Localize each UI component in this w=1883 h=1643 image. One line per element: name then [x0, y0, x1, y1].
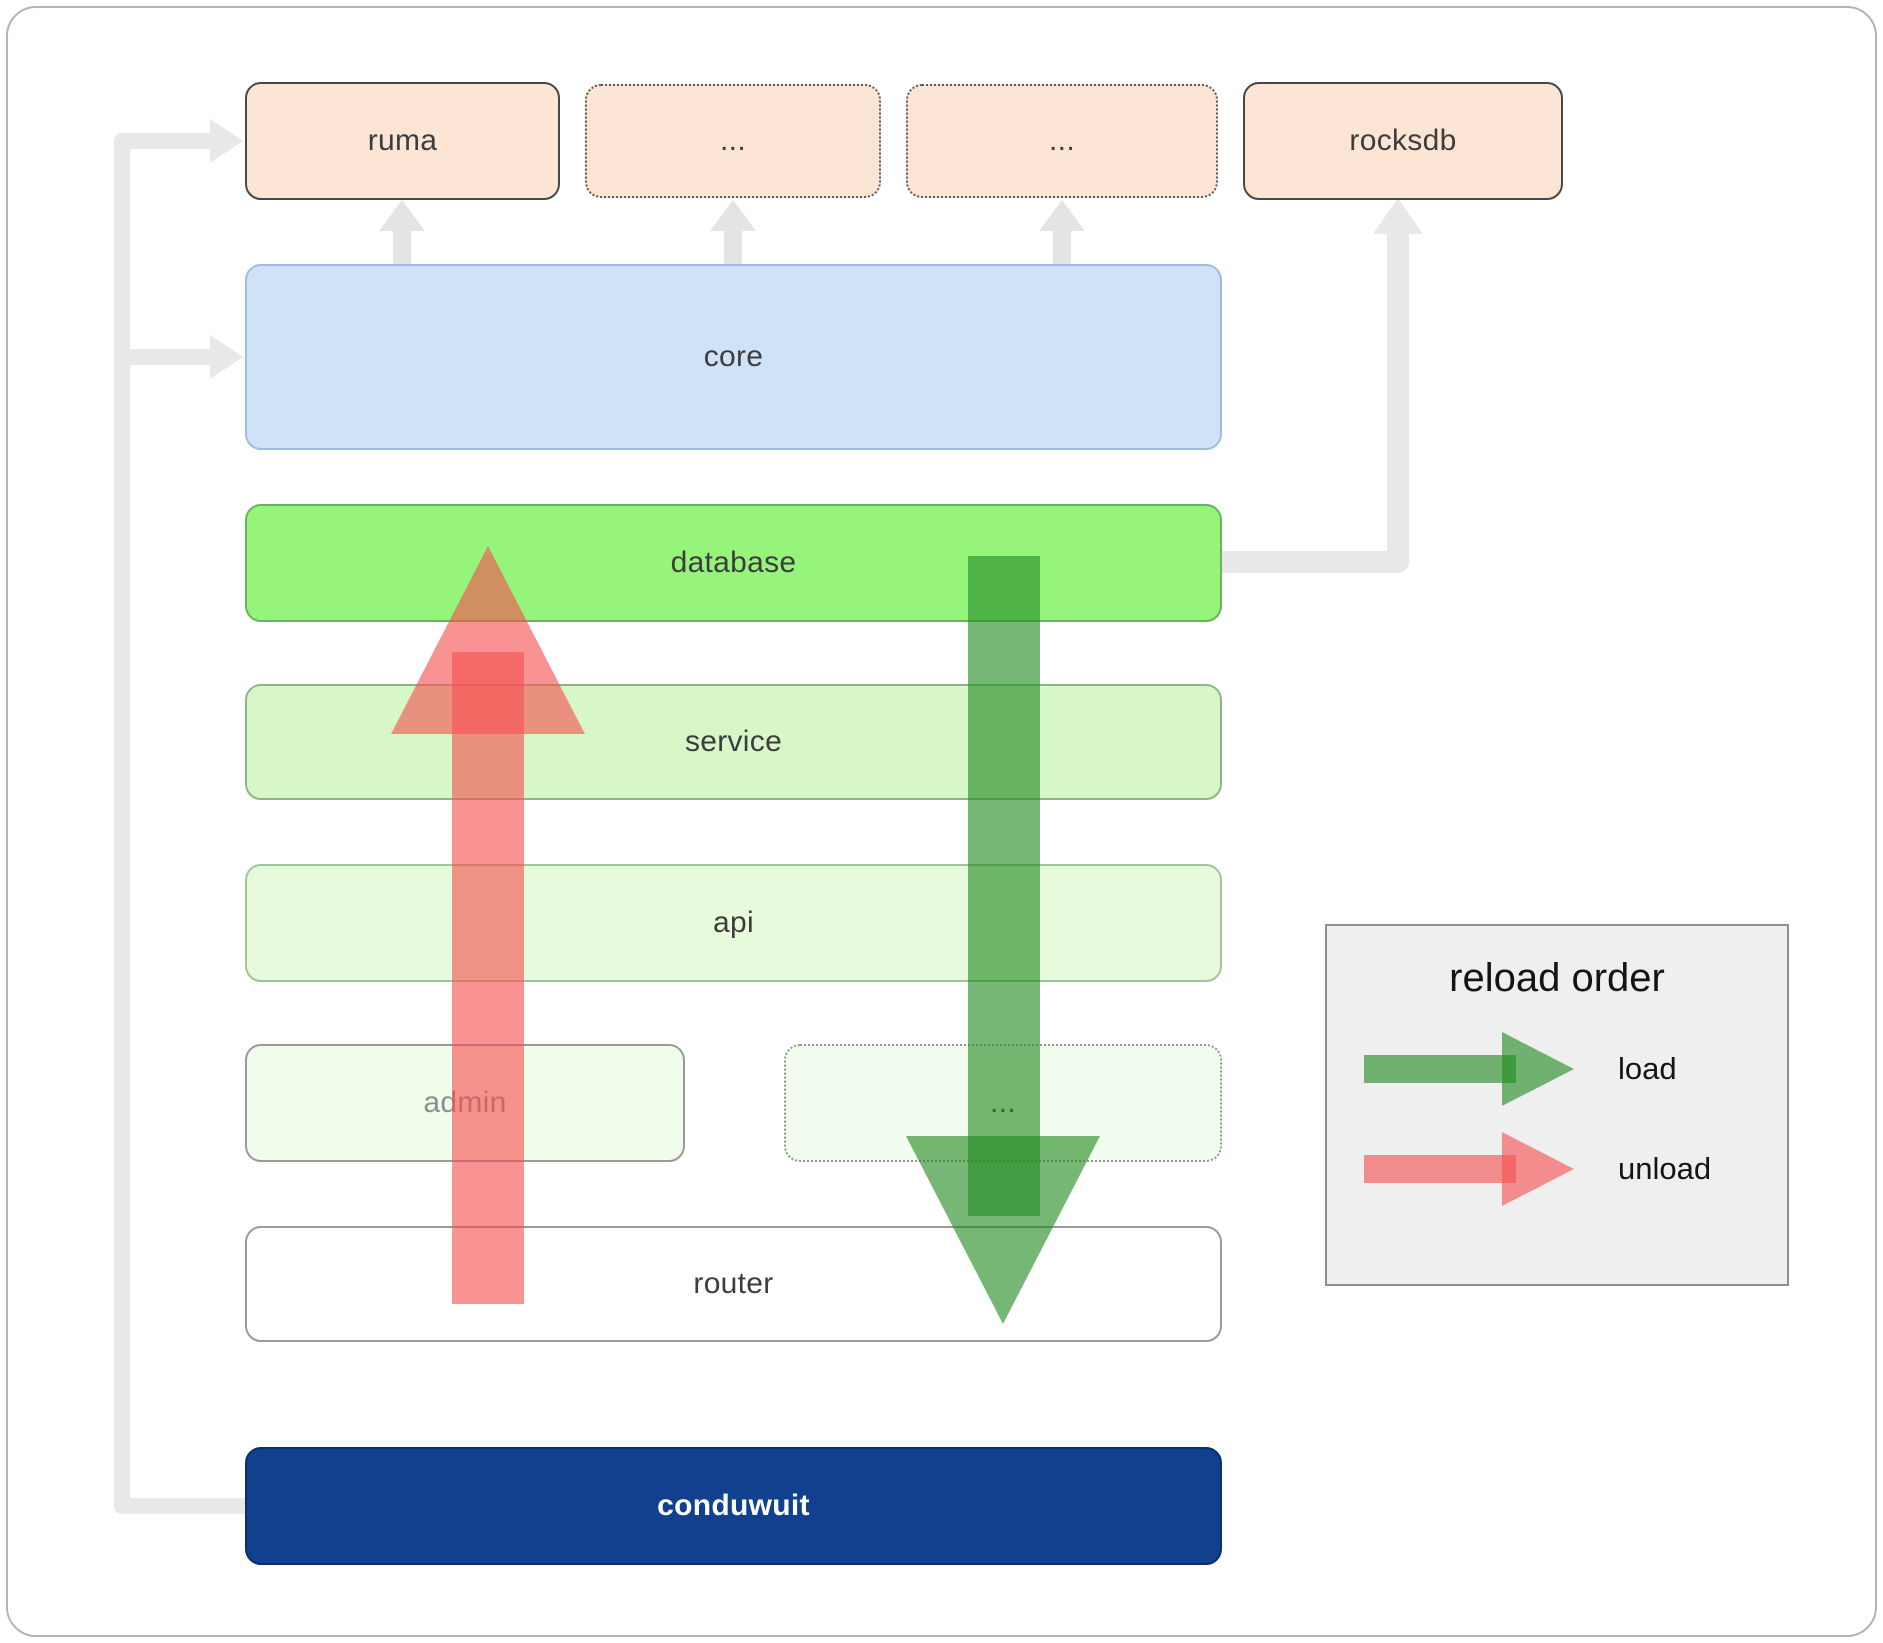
box-service-label: service: [684, 725, 783, 758]
box-api: api: [245, 864, 1222, 982]
box-database-label: database: [670, 546, 797, 579]
box-admin-label: admin: [423, 1086, 507, 1119]
box-rocksdb-label: rocksdb: [1349, 124, 1457, 157]
box-api-label: api: [713, 906, 754, 939]
reload-order-legend: reload order load unload: [1325, 924, 1789, 1286]
diagram-frame: [6, 6, 1877, 1637]
legend-unload-label: unload: [1618, 1151, 1712, 1186]
box-conduwuit: conduwuit: [245, 1447, 1222, 1565]
box-conduwuit-label: conduwuit: [657, 1489, 810, 1522]
box-admin: admin: [245, 1044, 685, 1162]
box-ext2: ...: [906, 84, 1218, 198]
box-ext3: ...: [784, 1044, 1222, 1162]
legend-row-load: load: [1327, 1019, 1787, 1119]
box-router-label: router: [693, 1267, 774, 1300]
legend-rows: load unload: [1327, 1019, 1787, 1219]
legend-unload-arrow-icon: [1364, 1132, 1574, 1206]
box-ruma-label: ruma: [367, 124, 438, 157]
legend-load-label: load: [1618, 1051, 1677, 1086]
box-ext3-label: ...: [990, 1086, 1016, 1119]
legend-title: reload order: [1449, 956, 1665, 1000]
box-core: core: [245, 264, 1222, 450]
box-router: router: [245, 1226, 1222, 1342]
box-ext2-label: ...: [1049, 124, 1075, 157]
box-core-label: core: [703, 340, 764, 373]
box-rocksdb: rocksdb: [1243, 82, 1563, 200]
box-database: database: [245, 504, 1222, 622]
box-ruma: ruma: [245, 82, 560, 200]
legend-row-unload: unload: [1327, 1119, 1787, 1219]
legend-load-arrow-icon: [1364, 1032, 1574, 1106]
box-ext1: ...: [585, 84, 881, 198]
box-ext1-label: ...: [720, 124, 746, 157]
box-service: service: [245, 684, 1222, 800]
